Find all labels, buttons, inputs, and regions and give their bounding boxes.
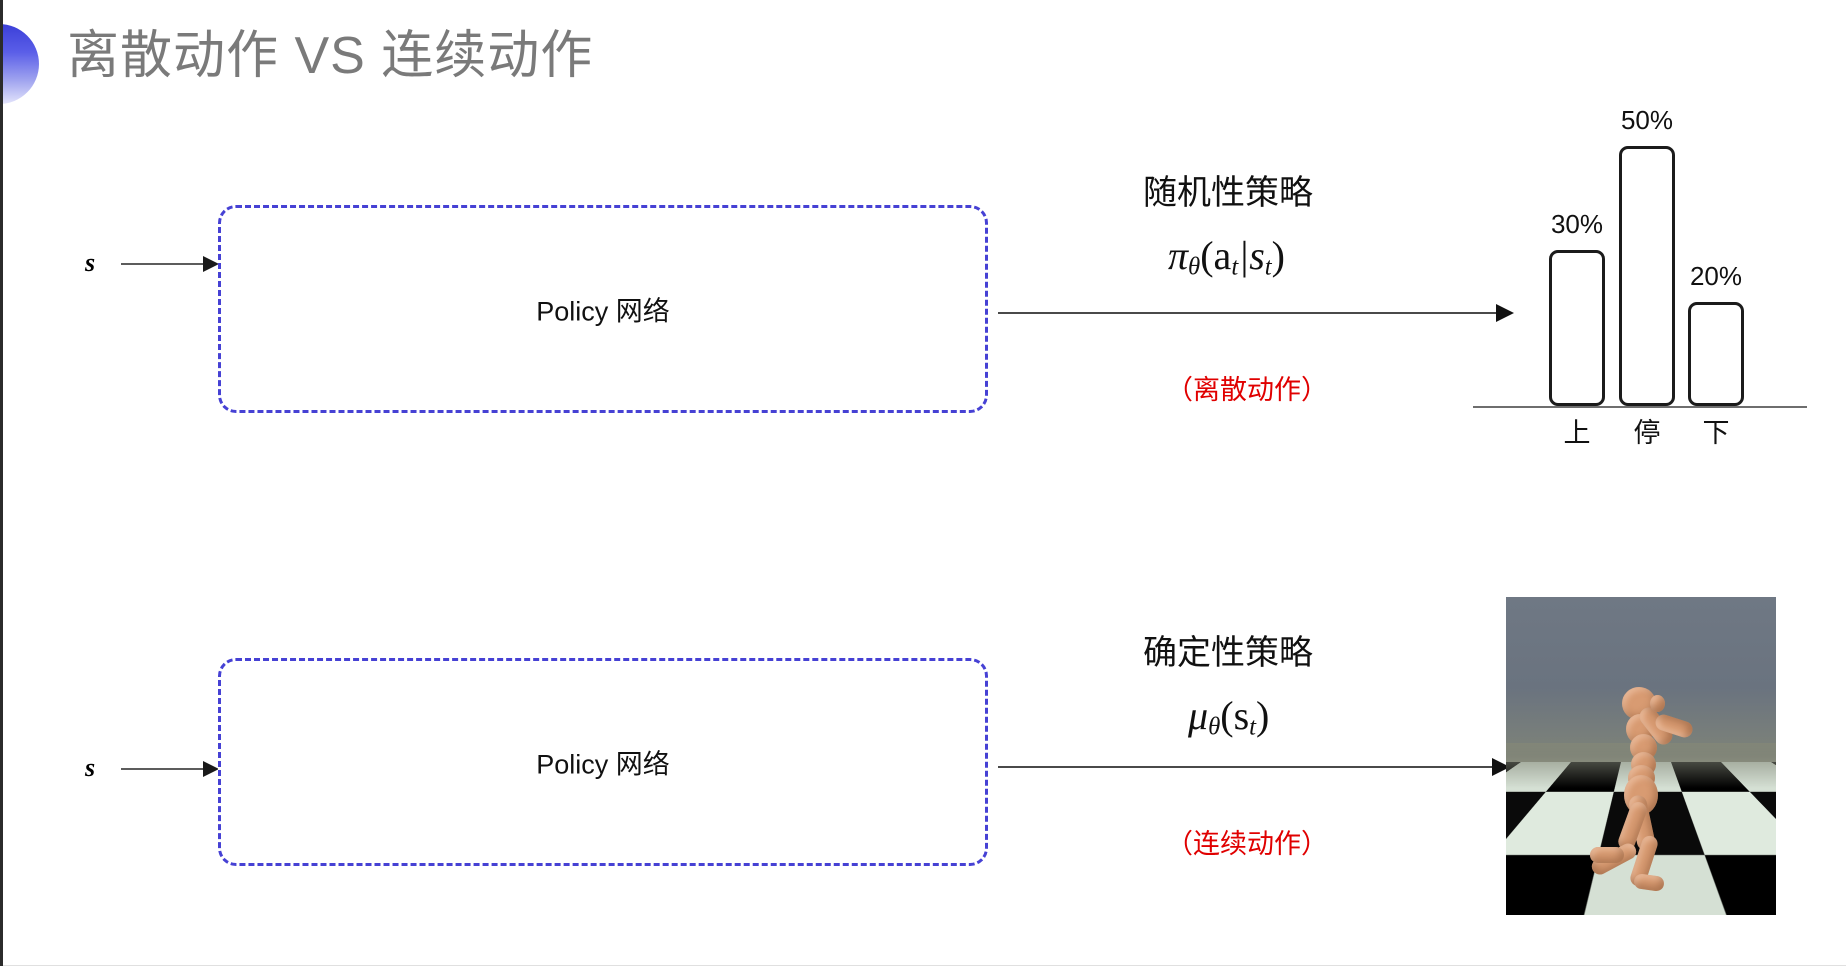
formula-theta-subscript-2: θ: [1208, 713, 1221, 741]
category-label-0: 上: [1563, 418, 1591, 448]
output-arrow-discrete: [998, 304, 1514, 322]
policy-kind-deterministic: 确定性策略: [1143, 634, 1313, 672]
bar-value-label-2: 20%: [1689, 261, 1743, 291]
policy-network-label-discrete: Policy 网络: [536, 296, 670, 327]
formula-open-paren-s: (s: [1220, 693, 1250, 738]
policy-network-label-continuous: Policy 网络: [536, 749, 670, 780]
formula-bar-s: |s: [1238, 233, 1265, 278]
humanoid-foot-back: [1590, 847, 1624, 863]
policy-network-box-continuous[interactable]: Policy 网络: [218, 658, 988, 866]
policy-kind-stochastic: 随机性策略: [1143, 174, 1313, 212]
state-input-label-continuous: s: [85, 753, 96, 782]
chart-baseline-axis: [1473, 406, 1807, 408]
formula-close-paren-2: ): [1256, 693, 1270, 738]
formula-close-paren: ): [1271, 233, 1285, 278]
bar-2[interactable]: [1688, 302, 1744, 406]
action-note-discrete: （离散动作）: [1166, 375, 1328, 405]
state-input-label-discrete: s: [85, 248, 96, 277]
formula-deterministic-policy: μθ(st): [1188, 692, 1269, 741]
formula-t-subscript-s: t: [1264, 253, 1272, 281]
humanoid-hand-right: [1650, 695, 1665, 712]
action-note-continuous: （连续动作）: [1166, 829, 1328, 859]
mujoco-humanoid-image: [1506, 597, 1776, 915]
bar-value-label-1: 50%: [1620, 105, 1674, 135]
formula-t-subscript-a: t: [1231, 253, 1239, 281]
input-arrow-continuous: [121, 761, 219, 777]
category-label-1: 停: [1633, 418, 1661, 448]
formula-pi-symbol: π: [1168, 233, 1189, 278]
policy-network-box-discrete[interactable]: Policy 网络: [218, 205, 988, 413]
chart-plot-area: 30% 50% 20%: [1473, 105, 1833, 406]
formula-theta-subscript: θ: [1188, 253, 1201, 281]
formula-stochastic-policy: πθ(at|st): [1168, 232, 1285, 281]
title-decoration-half-circle: [3, 24, 39, 104]
formula-t-subscript-s2: t: [1249, 713, 1257, 741]
action-probability-bar-chart: 30% 50% 20% 上 停 下: [1473, 100, 1833, 452]
output-arrow-continuous: [998, 758, 1510, 776]
input-arrow-discrete: [121, 256, 219, 272]
bar-1[interactable]: [1619, 146, 1675, 406]
formula-mu-symbol: μ: [1188, 693, 1209, 738]
bar-value-label-0: 30%: [1550, 209, 1604, 239]
formula-open-paren-a: (a: [1200, 233, 1232, 278]
page-title: 离散动作 VS 连续动作: [67, 27, 594, 85]
category-label-2: 下: [1702, 418, 1730, 448]
bar-0[interactable]: [1549, 250, 1605, 406]
